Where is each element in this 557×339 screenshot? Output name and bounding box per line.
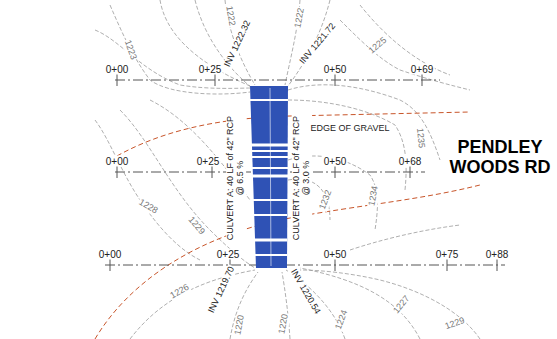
contour-line xyxy=(300,270,480,339)
contour-label: 1235 xyxy=(414,127,426,150)
culvert xyxy=(250,86,288,268)
contours xyxy=(95,0,480,339)
contour-label: 1223 xyxy=(122,38,139,62)
station-tick xyxy=(215,74,216,86)
station-tick xyxy=(212,166,213,178)
station-label: 0+25 xyxy=(196,156,221,167)
culvert-joint xyxy=(251,175,288,178)
contour-line xyxy=(230,272,258,339)
contour-label: 1227 xyxy=(391,293,413,316)
invert-label: INV 1221.72 xyxy=(297,21,338,67)
station-line xyxy=(115,80,440,81)
invert-label: INV 1220.54 xyxy=(288,267,323,317)
station-label: 0+25 xyxy=(198,64,223,75)
contour-label: 1222 xyxy=(293,6,307,29)
culvert-pipe xyxy=(250,86,288,268)
culvert-joint xyxy=(254,239,287,242)
station-lines xyxy=(105,74,505,271)
station-label: 0+50 xyxy=(323,156,348,167)
culvert-note: CULVERT A: 40 LF of 42" RCP @ 6.5 % xyxy=(226,113,246,243)
contour-label: 1229 xyxy=(185,214,207,237)
station-tick xyxy=(335,259,336,271)
station-label: 0+50 xyxy=(323,64,348,75)
contour-line xyxy=(130,270,255,339)
station-label: 0+25 xyxy=(216,249,241,260)
station-tick xyxy=(422,74,423,86)
culvert-centerline xyxy=(270,88,271,266)
station-tick xyxy=(110,259,111,271)
contour-label: 1224 xyxy=(334,308,351,332)
contour-line xyxy=(300,268,420,339)
contour-label: 1222 xyxy=(223,4,237,27)
station-tick xyxy=(335,166,336,178)
station-line xyxy=(105,265,505,266)
station-label: 0+00 xyxy=(98,249,123,260)
station-label: 0+00 xyxy=(105,64,130,75)
contour-label: 1225 xyxy=(366,35,389,57)
culvert-joint xyxy=(252,199,288,201)
gravel-edge-line xyxy=(110,112,470,160)
station-label: 0+88 xyxy=(485,249,510,260)
contour-label: 1229 xyxy=(443,316,467,333)
culvert-joints xyxy=(250,88,288,266)
road-name: PENDLEY WOODS RD xyxy=(446,138,554,178)
gravel-edge-line xyxy=(95,185,480,339)
edge-of-gravel xyxy=(95,112,480,339)
contour-line xyxy=(360,5,450,75)
culvert-joint xyxy=(250,99,288,101)
contour-label: 1220 xyxy=(233,313,247,336)
contour-label: 1220 xyxy=(277,312,291,335)
contour-label: 1228 xyxy=(136,197,160,217)
invert-label: INV 1219.70 xyxy=(207,264,238,315)
culvert-joint xyxy=(251,167,288,169)
station-label: 0+50 xyxy=(323,249,348,260)
station-tick xyxy=(117,166,118,178)
station-label: 0+00 xyxy=(105,156,130,167)
station-label: 0+68 xyxy=(398,156,423,167)
contour-label: 1232 xyxy=(318,188,335,212)
station-tick xyxy=(410,166,411,178)
culvert-joint xyxy=(253,214,287,216)
edge-label: EDGE OF GRAVEL xyxy=(310,124,391,134)
station-tick xyxy=(497,259,498,271)
culvert-joint xyxy=(250,144,288,147)
contour-line xyxy=(120,110,255,268)
culvert-joint xyxy=(250,156,288,158)
station-tick xyxy=(117,74,118,86)
contour-line xyxy=(350,225,460,250)
contour-label: 1226 xyxy=(168,282,192,302)
station-label: 0+75 xyxy=(435,249,460,260)
station-tick xyxy=(335,74,336,86)
station-label: 0+69 xyxy=(410,64,435,75)
contour-label: 1234 xyxy=(367,184,381,207)
culvert-joint xyxy=(250,150,288,152)
station-tick xyxy=(447,259,448,271)
